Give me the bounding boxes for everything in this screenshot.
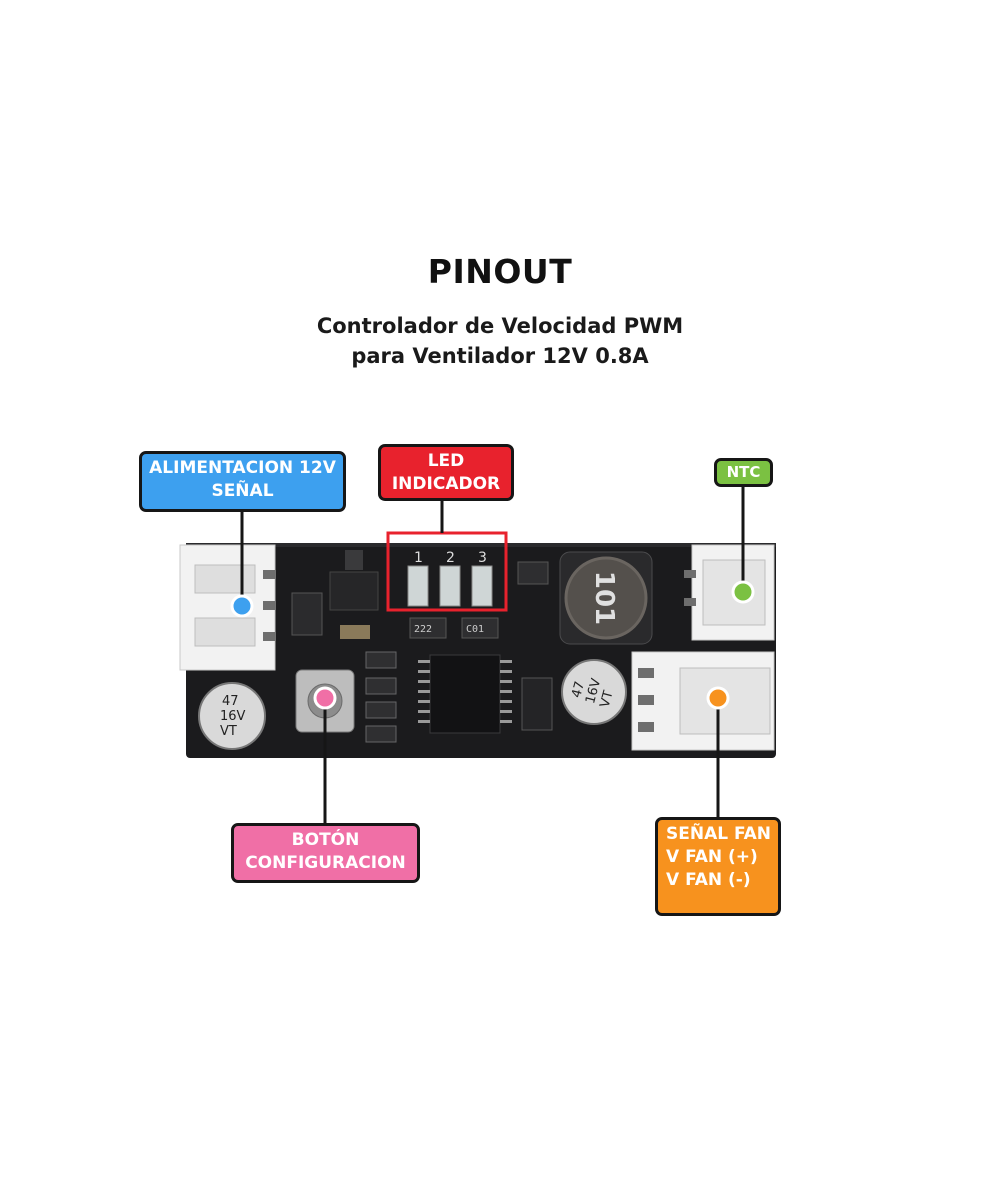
label-power-line2: SEÑAL: [211, 481, 274, 501]
pin-marker-button: [313, 686, 337, 710]
cap-right-line3: VT: [598, 689, 617, 709]
led-number-2: 2: [446, 550, 455, 566]
pin-marker-fan: [706, 686, 730, 710]
inductor-icon: 101: [559, 551, 653, 645]
capacitor-icon-left: 47 16V VT: [198, 682, 266, 750]
cap-right-line1: 47: [569, 680, 588, 700]
cap-left-line3: VT: [220, 724, 237, 739]
led-highlight-box: [386, 531, 508, 612]
label-led: LED INDICADOR: [378, 444, 514, 501]
connector-icon-power: [179, 544, 276, 671]
pin-marker-power: [230, 594, 254, 618]
label-fan-line3: V FAN (-): [666, 870, 751, 890]
label-power-line1: ALIMENTACION 12V: [149, 458, 336, 478]
label-led-line1: LED: [427, 451, 465, 471]
label-fan-line2: V FAN (+): [666, 847, 758, 867]
led-icon-group: 1 2 3: [407, 550, 493, 607]
label-button-line1: BOTÓN: [291, 830, 360, 850]
label-power: ALIMENTACION 12V SEÑAL: [139, 451, 346, 512]
silk-222: 222: [414, 624, 432, 635]
pin-marker-ntc: [731, 580, 755, 604]
chip-icon-regulator: [329, 571, 379, 611]
label-ntc: NTC: [714, 458, 773, 487]
label-fan-line1: SEÑAL FAN: [666, 824, 772, 844]
label-fan: SEÑAL FAN V FAN (+) V FAN (-): [655, 817, 781, 916]
cap-left-line1: 47: [222, 694, 239, 709]
label-button: BOTÓN CONFIGURACION: [231, 823, 420, 883]
silk-c01: C01: [466, 624, 484, 635]
label-led-line2: INDICADOR: [391, 474, 501, 494]
chip-icon-main: [418, 654, 512, 734]
diode-icon: [521, 677, 553, 731]
resistor-array: [365, 651, 397, 743]
label-ntc-line1: NTC: [726, 463, 761, 481]
label-button-line2: CONFIGURACION: [245, 853, 406, 873]
led-number-1: 1: [414, 550, 423, 566]
cap-left-line2: 16V: [220, 709, 246, 724]
page-title: PINOUT: [427, 252, 573, 291]
capacitor-icon-right: 47 16V VT: [561, 659, 627, 725]
led-number-3: 3: [478, 550, 487, 566]
subtitle-line-1: Controlador de Velocidad PWM: [316, 314, 684, 338]
cap-right-line2: 16V: [583, 677, 604, 706]
inductor-code: 101: [589, 571, 619, 625]
connector-icon-fan: [631, 651, 775, 751]
subtitle-line-2: para Ventilador 12V 0.8A: [351, 344, 649, 368]
connector-icon-ntc: [684, 544, 775, 641]
